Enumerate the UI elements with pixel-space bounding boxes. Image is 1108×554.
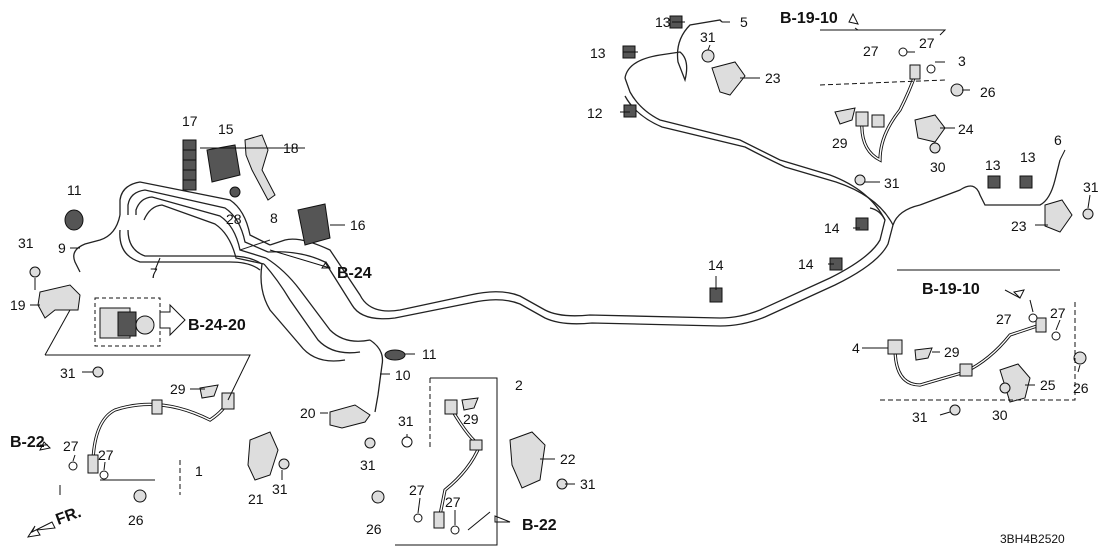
callout-31[interactable]: 31: [18, 235, 34, 251]
rear-right-lower-brake-hose: [887, 317, 1047, 387]
callout-27[interactable]: 27: [409, 482, 425, 498]
callout-10[interactable]: 10: [395, 367, 411, 383]
front-direction-label: FR.: [54, 504, 84, 529]
callout-13[interactable]: 13: [590, 45, 606, 61]
reference-labels: B-19-10 B-19-10 B-24 B-24-20 B-22 B-22 F…: [10, 10, 1065, 546]
callout-21[interactable]: 21: [248, 491, 264, 507]
callout-27[interactable]: 27: [863, 43, 879, 59]
callout-29[interactable]: 29: [832, 135, 848, 151]
callout-14[interactable]: 14: [824, 220, 840, 236]
callout-13[interactable]: 13: [1020, 149, 1036, 165]
callout-23[interactable]: 23: [765, 70, 781, 86]
front-right-brake-hose: [433, 399, 483, 529]
callout-29[interactable]: 29: [944, 344, 960, 360]
main-brake-pipe-bundle: [73, 19, 1061, 413]
callout-19[interactable]: 19: [10, 297, 26, 313]
callout-16[interactable]: 16: [350, 217, 366, 233]
callout-31[interactable]: 31: [398, 413, 414, 429]
callout-23[interactable]: 23: [1011, 218, 1027, 234]
callout-7[interactable]: 7: [150, 265, 158, 281]
callout-30[interactable]: 30: [992, 407, 1008, 423]
callout-31[interactable]: 31: [884, 175, 900, 191]
ref-b24-20[interactable]: B-24-20: [188, 317, 246, 334]
callout-24[interactable]: 24: [958, 121, 974, 137]
callout-1[interactable]: 1: [195, 463, 203, 479]
callout-13[interactable]: 13: [655, 14, 671, 30]
callout-14[interactable]: 14: [798, 256, 814, 272]
callout-9[interactable]: 9: [58, 240, 66, 256]
callout-27[interactable]: 27: [63, 438, 79, 454]
front-left-brake-hose: [87, 392, 235, 474]
callout-26[interactable]: 26: [980, 84, 996, 100]
callout-20[interactable]: 20: [300, 405, 316, 421]
ref-b19-10-mid[interactable]: B-19-10: [922, 281, 980, 298]
callout-12[interactable]: 12: [587, 105, 603, 121]
callout-26[interactable]: 26: [128, 512, 144, 528]
callout-5[interactable]: 5: [740, 14, 748, 30]
ref-b22-left[interactable]: B-22: [10, 434, 45, 451]
leader-lines: [26, 12, 1091, 538]
callout-26[interactable]: 26: [366, 521, 382, 537]
callout-29[interactable]: 29: [463, 411, 479, 427]
callout-15[interactable]: 15: [218, 121, 234, 137]
callout-31[interactable]: 31: [1083, 179, 1099, 195]
callout-11[interactable]: 11: [67, 182, 82, 198]
group-frames: [44, 29, 1076, 546]
callout-25[interactable]: 25: [1040, 377, 1056, 393]
callout-4[interactable]: 4: [852, 340, 860, 356]
rear-right-upper-brake-hose: [855, 64, 921, 163]
callout-13[interactable]: 13: [985, 157, 1001, 173]
ref-b24[interactable]: B-24: [337, 265, 372, 282]
abs-modulator-unit: [94, 297, 186, 347]
callout-28[interactable]: 28: [226, 211, 242, 227]
callout-8[interactable]: 8: [270, 210, 278, 226]
callout-27[interactable]: 27: [445, 494, 461, 510]
callout-31[interactable]: 31: [912, 409, 928, 425]
callout-27[interactable]: 27: [996, 311, 1012, 327]
callout-29[interactable]: 29: [170, 381, 186, 397]
callout-27[interactable]: 27: [919, 35, 935, 51]
callout-6[interactable]: 6: [1054, 132, 1062, 148]
callout-31[interactable]: 31: [580, 476, 596, 492]
callout-30[interactable]: 30: [930, 159, 946, 175]
callout-26[interactable]: 26: [1073, 380, 1089, 396]
callout-31[interactable]: 31: [700, 29, 716, 45]
diagram-code: 3BH4B2520: [1000, 532, 1065, 546]
ref-b19-10-top[interactable]: B-19-10: [780, 10, 838, 27]
callout-11[interactable]: 11: [422, 346, 437, 362]
callout-31[interactable]: 31: [360, 457, 376, 473]
callout-22[interactable]: 22: [560, 451, 576, 467]
callout-27[interactable]: 27: [98, 447, 114, 463]
callout-31[interactable]: 31: [60, 365, 76, 381]
callout-2[interactable]: 2: [515, 377, 523, 393]
callout-14[interactable]: 14: [708, 257, 724, 273]
callout-18[interactable]: 18: [283, 140, 299, 156]
callout-31[interactable]: 31: [272, 481, 288, 497]
ref-b22-bottom[interactable]: B-22: [522, 517, 557, 534]
callout-27[interactable]: 27: [1050, 305, 1066, 321]
callout-17[interactable]: 17: [182, 113, 198, 129]
callout-3[interactable]: 3: [958, 53, 966, 69]
callout-numbers: 13 5 13 31 23 27 27 3 12 26 29 24 30 31 …: [10, 14, 1099, 537]
